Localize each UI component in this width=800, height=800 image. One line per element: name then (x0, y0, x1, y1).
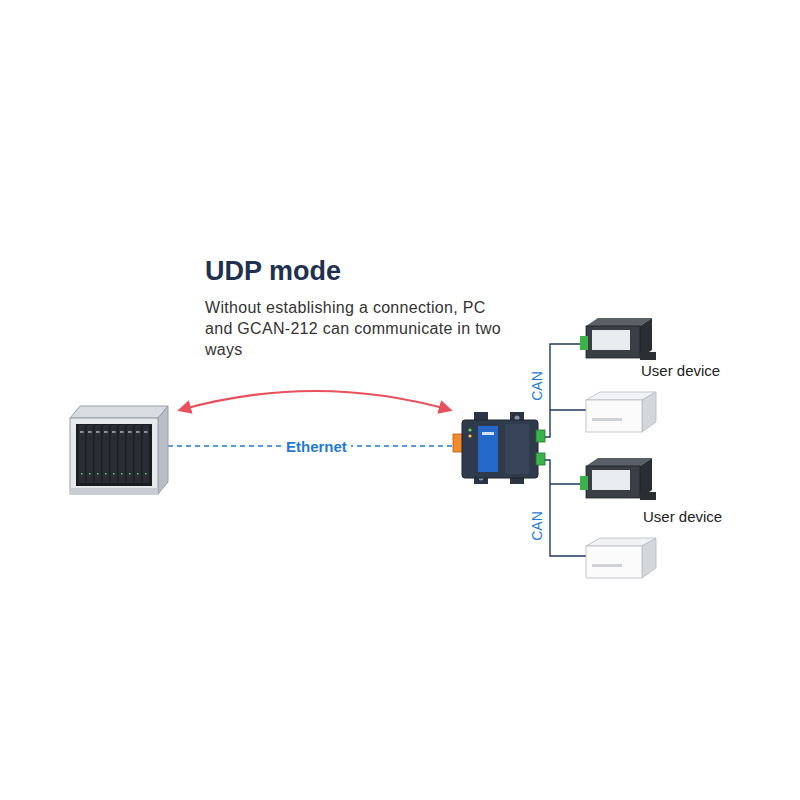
two-way-arrow (180, 391, 450, 410)
user-device-black (580, 458, 656, 500)
user-device-white (586, 538, 656, 578)
bus-label: CAN (529, 371, 545, 401)
user-device-white (586, 392, 656, 432)
server-illustration (70, 406, 168, 494)
device-label: User device (641, 362, 720, 379)
description-text: Without establishing a connection, PC an… (205, 297, 505, 360)
device-label: User device (643, 508, 722, 525)
device-node: User device (641, 362, 720, 379)
title: UDP mode (205, 256, 341, 287)
device-node: User device (643, 508, 722, 525)
bus-label: CAN (529, 511, 545, 541)
link-label: Ethernet (282, 438, 351, 455)
user-device-black (580, 318, 656, 360)
can-bus-wires (545, 344, 586, 556)
gateway-illustration (453, 412, 545, 484)
